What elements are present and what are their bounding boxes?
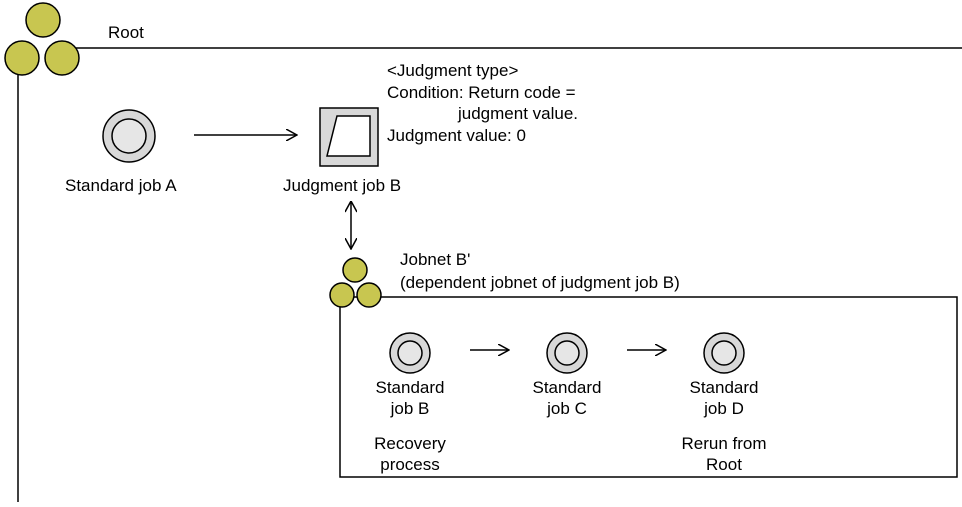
judgment-condition-cont: judgment value.: [458, 104, 579, 123]
standard-job-d-icon[interactable]: [703, 332, 745, 374]
judgment-value: Judgment value: 0: [387, 126, 526, 145]
standard-job-c-label-1: Standard: [532, 378, 602, 397]
standard-job-b-note-2: process: [380, 455, 440, 474]
jobnet-b-prime-description: (dependent jobnet of judgment job B): [400, 273, 680, 292]
standard-job-b-icon[interactable]: [389, 332, 431, 374]
jobnet-b-prime-icon[interactable]: [329, 257, 382, 308]
standard-job-b-note-1: Recovery: [374, 434, 446, 453]
judgment-condition: Condition: Return code =: [387, 83, 576, 102]
judgment-job-b-label: Judgment job B: [283, 176, 402, 195]
root-jobnet-icon[interactable]: [4, 2, 80, 76]
root-label: Root: [108, 23, 144, 42]
judgment-job-b-icon[interactable]: [319, 107, 379, 167]
standard-job-d-label-2: job D: [704, 399, 744, 418]
jobnet-b-prime-frame: [339, 296, 958, 478]
standard-job-b-label-2: job B: [390, 399, 430, 418]
judgment-type-heading: <Judgment type>: [387, 61, 519, 80]
standard-job-a-label: Standard job A: [65, 176, 177, 195]
standard-job-b-label-1: Standard: [375, 378, 445, 397]
standard-job-d-note-2: Root: [706, 455, 742, 474]
standard-job-c-icon[interactable]: [546, 332, 588, 374]
standard-job-a-icon[interactable]: [102, 109, 156, 163]
standard-job-d-note-1: Rerun from: [681, 434, 767, 453]
standard-job-d-label-1: Standard: [689, 378, 759, 397]
jobnet-b-prime-label: Jobnet B': [400, 250, 471, 269]
standard-job-c-label-2: job C: [547, 399, 587, 418]
